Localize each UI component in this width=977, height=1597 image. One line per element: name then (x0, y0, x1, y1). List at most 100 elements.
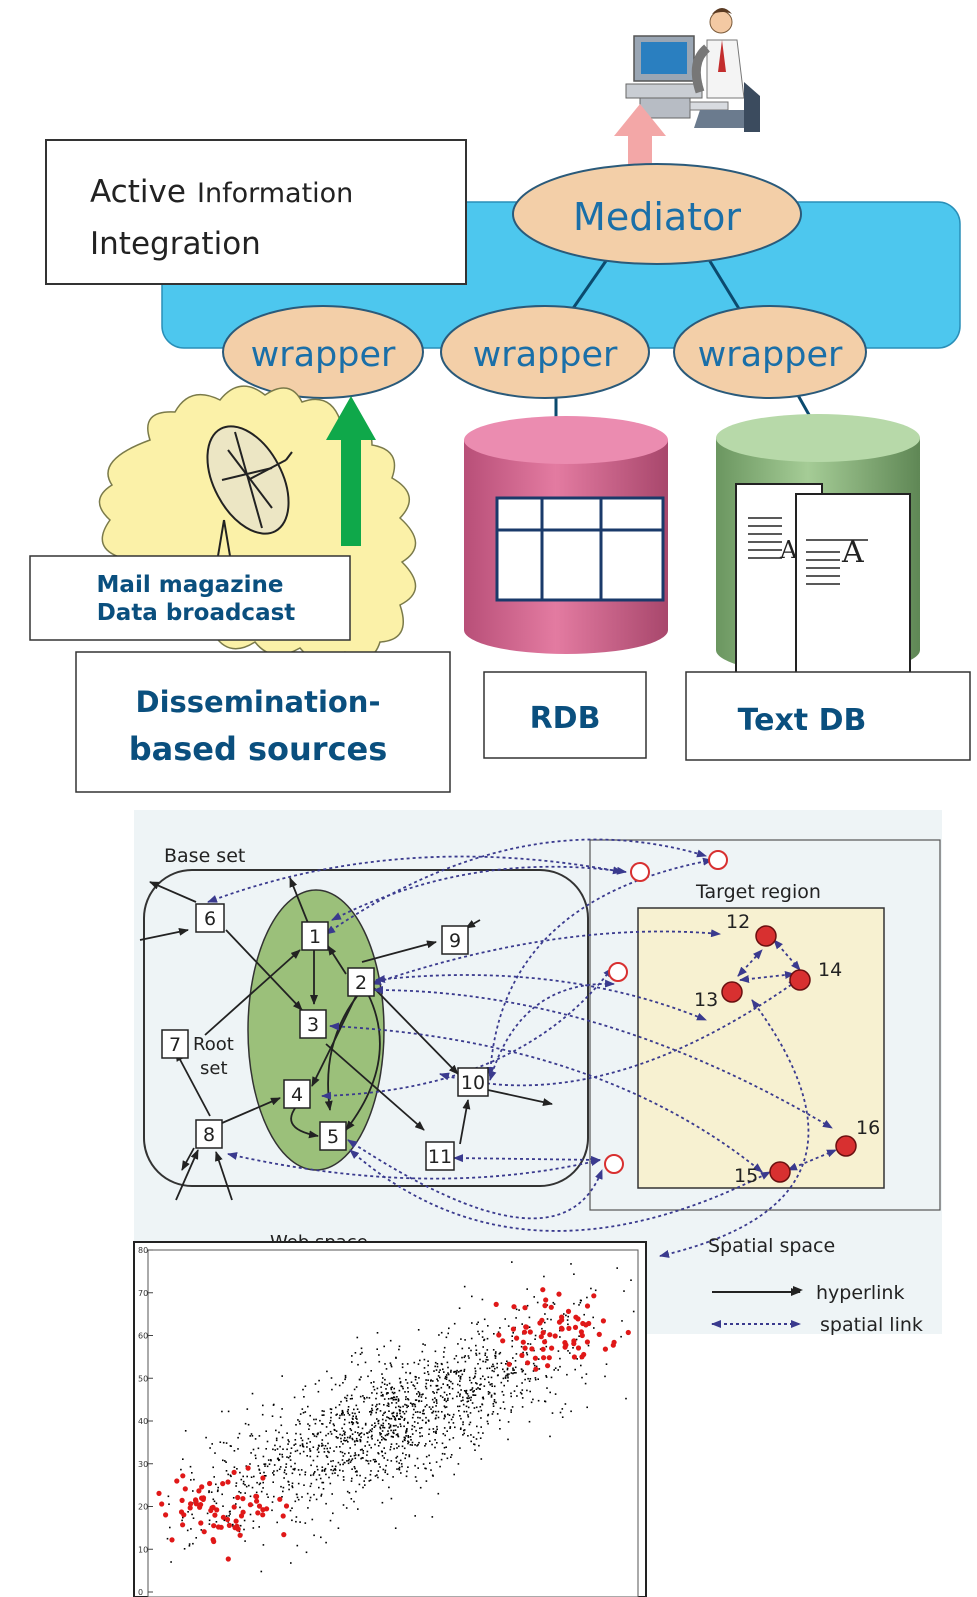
scatter-point (549, 1435, 551, 1438)
scatter-point (363, 1397, 365, 1399)
scatter-point (405, 1404, 408, 1406)
scatter-point (524, 1373, 527, 1375)
scatter-point (266, 1440, 269, 1443)
scatter-point (474, 1370, 477, 1372)
scatter-point (477, 1321, 479, 1324)
scatter-point (410, 1439, 412, 1441)
scatter-point (463, 1410, 465, 1413)
scatter-point (431, 1398, 434, 1401)
scatter-point (490, 1396, 493, 1398)
scatter-point (362, 1486, 364, 1489)
rdb-cylinder (464, 416, 668, 654)
root-set-label-2: set (200, 1058, 228, 1079)
scatter-point (389, 1424, 392, 1426)
scatter-point (472, 1377, 475, 1380)
scatter-point (345, 1439, 348, 1442)
scatter-point (437, 1416, 440, 1419)
scatter-point (331, 1388, 333, 1391)
output-arrow-icon (614, 104, 666, 180)
scatter-point (215, 1502, 218, 1505)
scatter-point (316, 1465, 318, 1468)
scatter-point (400, 1415, 402, 1418)
wrapper-node-3 (673, 305, 867, 399)
scatter-point (478, 1388, 481, 1390)
scatter-point (436, 1402, 438, 1404)
scatter-point-highlighted (559, 1314, 565, 1320)
scatter-point (456, 1369, 458, 1372)
scatter-point (404, 1391, 406, 1393)
scatter-point (263, 1463, 265, 1465)
scatter-point (401, 1385, 404, 1388)
scatter-point (330, 1469, 332, 1471)
scatter-point (533, 1349, 535, 1352)
scatter-point (296, 1496, 299, 1499)
scatter-point (505, 1374, 507, 1377)
scatter-point (351, 1397, 353, 1400)
scatter-point (192, 1490, 194, 1492)
scatter-point (391, 1435, 394, 1438)
scatter-point (334, 1429, 336, 1431)
scatter-point (457, 1361, 459, 1364)
scatter-point (244, 1540, 246, 1542)
scatter-point (369, 1429, 372, 1431)
scatter-point (455, 1373, 457, 1375)
scatter-point (257, 1465, 260, 1467)
scatter-point (396, 1412, 398, 1415)
scatter-point (490, 1394, 493, 1397)
scatter-point (383, 1398, 386, 1400)
scatter-point (379, 1432, 381, 1434)
scatter-point (237, 1448, 239, 1450)
scatter-point (353, 1388, 356, 1391)
scatter-point (482, 1398, 485, 1400)
scatter-point (240, 1478, 243, 1481)
scatter-point (374, 1424, 377, 1427)
scatter-point (384, 1363, 386, 1365)
scatter-point (461, 1347, 464, 1350)
scatter-point (425, 1480, 428, 1482)
scatter-point (394, 1419, 397, 1421)
scatter-point-highlighted (235, 1494, 241, 1501)
scatter-point (428, 1406, 431, 1408)
scatter-point (225, 1461, 227, 1463)
scatter-point (286, 1448, 288, 1451)
scatter-point (349, 1437, 351, 1439)
scatter-point (394, 1417, 397, 1420)
web-node-5: 5 (327, 1126, 339, 1148)
scatter-point (496, 1413, 499, 1415)
scatter-point (605, 1363, 608, 1365)
scatter-point (425, 1421, 427, 1424)
scatter-point (361, 1351, 363, 1354)
scatter-point (393, 1391, 396, 1394)
scatter-point (435, 1414, 438, 1417)
scatter-point (494, 1367, 496, 1370)
scatter-point-highlighted (231, 1504, 237, 1510)
scatter-point (463, 1356, 466, 1359)
scatter-point (323, 1470, 326, 1472)
scatter-point (518, 1309, 520, 1311)
scatter-point (511, 1261, 513, 1263)
scatter-point-highlighted (247, 1502, 253, 1508)
scatter-point (381, 1418, 384, 1421)
scatter-point (521, 1397, 524, 1399)
scatter-point (321, 1469, 324, 1471)
scatter-point (390, 1417, 393, 1420)
scatter-point (427, 1371, 429, 1373)
scatter-point (415, 1376, 417, 1378)
scatter-point (382, 1468, 385, 1471)
scatter-point (434, 1446, 436, 1449)
scatter-point-highlighted (546, 1355, 552, 1361)
scatter-point (434, 1350, 437, 1353)
scatter-point (519, 1391, 522, 1394)
scatter-point (264, 1463, 267, 1465)
scatter-point (413, 1385, 416, 1387)
scatter-point (434, 1431, 437, 1434)
scatter-point (403, 1417, 406, 1420)
scatter-point (389, 1425, 392, 1428)
scatter-point (454, 1370, 457, 1373)
scatter-point (349, 1447, 351, 1449)
scatter-point (355, 1437, 358, 1440)
scatter-point (239, 1506, 241, 1509)
scatter-point (329, 1422, 331, 1424)
scatter-point (381, 1439, 383, 1441)
scatter-point (484, 1361, 487, 1363)
